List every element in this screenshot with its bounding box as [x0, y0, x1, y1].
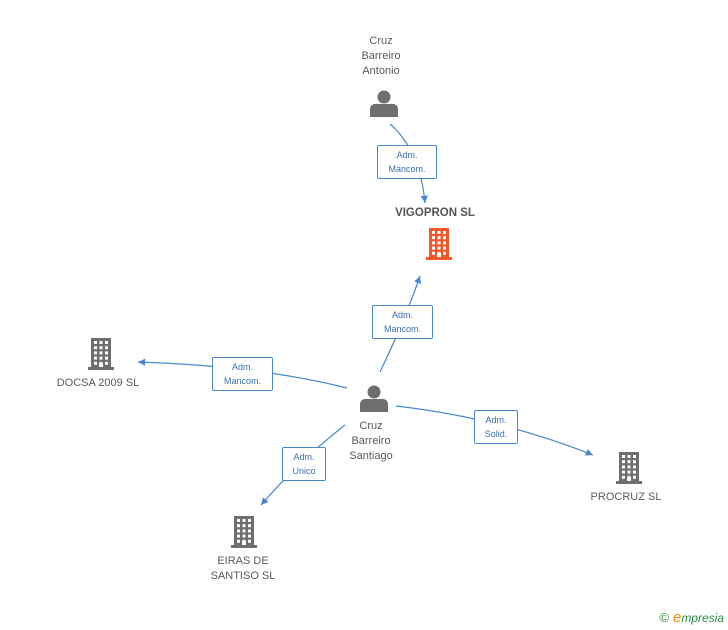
person-icon-cruz-santiago[interactable] [360, 385, 388, 413]
copyright-icon: © [659, 610, 669, 625]
building-icon-docsa[interactable] [88, 338, 114, 370]
logo-initial: e [672, 609, 682, 626]
building-icon-vigopron[interactable] [426, 228, 452, 260]
node-label-procruz[interactable]: PROCRUZ SL [590, 491, 662, 503]
edge-label-santiago-procruz: Adm. Solid. [474, 410, 518, 444]
edge-label-santiago-vigopron: Adm. Mancom. [372, 305, 433, 339]
node-label-docsa[interactable]: DOCSA 2009 SL [56, 377, 140, 389]
node-label-cruz-antonio: Cruz Barreiro Antonio [361, 35, 401, 77]
building-icon-procruz[interactable] [616, 452, 642, 484]
logo-text: mpresia [681, 611, 724, 625]
node-label-vigopron[interactable]: VIGOPRON SL [395, 207, 475, 219]
person-icon-cruz-antonio[interactable] [370, 90, 398, 118]
edge-label-santiago-eiras: Adm. Unico [282, 447, 326, 481]
building-icon-eiras[interactable] [231, 516, 257, 548]
empresia-logo: ©empresia [659, 609, 724, 626]
edge-label-antonio-vigopron: Adm. Mancom. [377, 145, 437, 179]
edge-label-santiago-docsa: Adm. Mancom. [212, 357, 273, 391]
node-label-cruz-santiago: Cruz Barreiro Santiago [349, 420, 393, 462]
node-label-eiras[interactable]: EIRAS DE SANTISO SL [210, 555, 276, 582]
